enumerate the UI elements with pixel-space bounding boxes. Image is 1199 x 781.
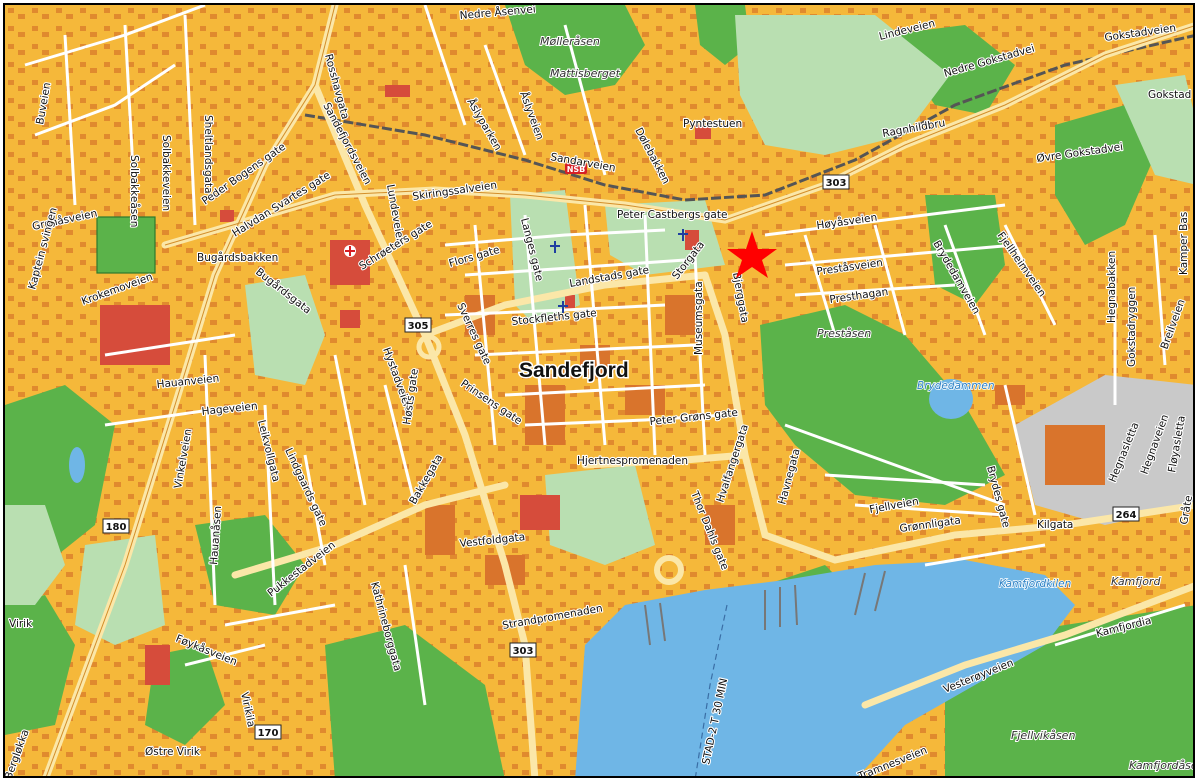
svg-text:NSB: NSB bbox=[567, 165, 586, 174]
street-label: Gokstad bbox=[1148, 89, 1191, 101]
train-station-icon: NSB bbox=[565, 163, 587, 174]
svg-text:305: 305 bbox=[408, 321, 429, 332]
svg-text:Fjellvikåsen: Fjellvikåsen bbox=[1011, 729, 1075, 742]
street-label: Østre Virik bbox=[145, 746, 201, 758]
pond-west bbox=[69, 447, 85, 483]
svg-text:Kamfjordåsen: Kamfjordåsen bbox=[1129, 759, 1195, 772]
place-label-sandefjord: Sandefjord bbox=[519, 359, 629, 382]
park-areas bbox=[5, 15, 1193, 645]
road-shield-303-south: 303 bbox=[509, 642, 537, 658]
street-label: Hjertnespromenaden bbox=[577, 455, 688, 467]
svg-text:303: 303 bbox=[826, 178, 847, 189]
street-label: Bugårdsbakken bbox=[197, 251, 278, 264]
street-label: Gokstadryggen bbox=[1126, 287, 1138, 367]
street-label: Pyntestuen bbox=[683, 118, 742, 130]
street-label: Virik bbox=[9, 618, 33, 630]
area-labels: Preståsen Fjellvikåsen Kamfjordåsen Kamf… bbox=[816, 326, 1195, 773]
location-marker-star[interactable] bbox=[727, 231, 777, 278]
roundabout bbox=[654, 555, 684, 585]
svg-text:Preståsen: Preståsen bbox=[817, 327, 871, 340]
street-label: Hauanåsen bbox=[207, 505, 224, 565]
roundabout bbox=[416, 334, 442, 360]
street-label: Solbakkeveien bbox=[160, 135, 172, 211]
road-shield-305: 305 bbox=[404, 317, 432, 333]
street-label: Peter Castbergs gate bbox=[617, 209, 727, 221]
church-icon bbox=[550, 229, 688, 313]
public-buildings bbox=[100, 85, 711, 685]
sports-field bbox=[96, 216, 156, 274]
svg-text:Kamfjordkilen: Kamfjordkilen bbox=[999, 578, 1071, 590]
main-road-casings bbox=[45, 5, 1193, 776]
svg-text:170: 170 bbox=[258, 728, 279, 739]
street-label: Museumsgata bbox=[693, 281, 705, 355]
street-label: Kamper Bas bbox=[1178, 212, 1190, 275]
road-shield-303-north: 303 bbox=[822, 174, 850, 190]
road-shield-264: 264 bbox=[1112, 506, 1140, 522]
railway bbox=[304, 34, 1193, 202]
svg-text:Brydedammen: Brydedammen bbox=[917, 380, 995, 392]
svg-text:Kamfjord: Kamfjord bbox=[1111, 575, 1161, 588]
piers bbox=[644, 570, 886, 646]
road-shield-180: 180 bbox=[102, 518, 130, 534]
ferry-route bbox=[695, 604, 728, 776]
topographic-map[interactable]: 303 305 180 303 264 170 NSB Sandefjord N… bbox=[5, 5, 1195, 778]
street-label: Kilgata bbox=[1037, 519, 1073, 531]
streets bbox=[24, 5, 1186, 706]
fjord-water bbox=[575, 560, 1075, 776]
map-viewport[interactable]: 303 305 180 303 264 170 NSB Sandefjord N… bbox=[3, 3, 1195, 778]
street-label: Mattisberget bbox=[550, 67, 621, 80]
street-label: Mølleråsen bbox=[540, 35, 600, 48]
street-label: Sheltlandsgata bbox=[202, 115, 214, 194]
svg-text:264: 264 bbox=[1116, 510, 1137, 521]
street-label: Solbakkeåsen bbox=[128, 155, 141, 227]
water-labels: Brydedammen Kamfjordkilen bbox=[916, 379, 1072, 591]
svg-text:303: 303 bbox=[513, 646, 534, 657]
hospital-icon bbox=[344, 245, 356, 257]
svg-text:180: 180 bbox=[106, 522, 127, 533]
pond-brydedammen bbox=[929, 379, 973, 419]
street-label: Hegnabakken bbox=[1106, 251, 1118, 323]
road-shield-170: 170 bbox=[254, 724, 282, 740]
